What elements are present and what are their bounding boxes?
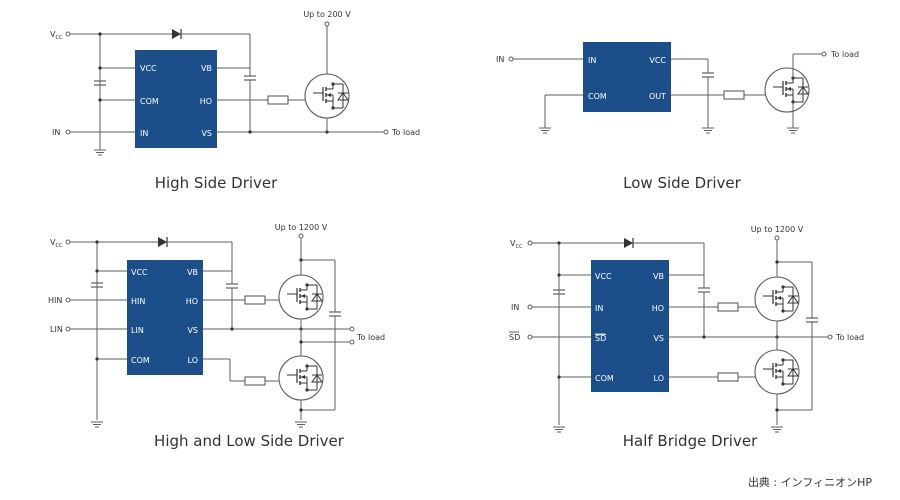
high-side-driver-chip — [135, 50, 217, 148]
hl-pin-vb: VB — [187, 268, 198, 277]
hl-pin-com: COM — [131, 356, 150, 365]
hs-bootstrap-diode-icon — [172, 29, 181, 39]
ls-pin-com: COM — [588, 92, 607, 101]
low-side-driver-panel: IN COM VCC OUT IN To load Low Side Drive… — [496, 42, 859, 192]
ls-pin-in: IN — [588, 56, 596, 65]
hb-supply-label: Up to 1200 V — [751, 225, 804, 234]
hl-pin-hin: HIN — [131, 297, 145, 306]
hs-pin-ho: HO — [200, 97, 212, 106]
hb-high-gate-resistor — [717, 302, 739, 312]
hl-supply-label: Up to 1200 V — [275, 223, 328, 232]
half-bridge-driver-chip — [591, 260, 669, 392]
hl-pin-lo: LO — [188, 356, 198, 365]
hs-load-label: To load — [391, 128, 420, 137]
hs-supply-label: Up to 200 V — [303, 10, 351, 19]
hl-hin-label: HIN — [48, 296, 62, 305]
hs-pin-vb: VB — [201, 64, 212, 73]
hl-pin-lin: LIN — [131, 326, 144, 335]
hs-mosfet-icon — [304, 73, 350, 119]
hl-high-mosfet-icon — [278, 274, 324, 320]
hs-pin-com: COM — [140, 97, 159, 106]
hs-pin-vs: VS — [201, 129, 212, 138]
hb-low-gate-resistor — [717, 372, 739, 382]
hb-pin-vb: VB — [653, 272, 664, 281]
hl-pin-vs: VS — [187, 326, 198, 335]
half-bridge-driver-panel: VCC IN SD COM VB HO VS LO VCC IN SD — [509, 225, 864, 450]
hs-vcc-label: VCC — [50, 30, 63, 41]
ls-pin-vcc: VCC — [649, 56, 666, 65]
hb-in-label: IN — [511, 303, 519, 312]
high-low-side-driver-panel: VCC HIN LIN COM VB HO VS LO VCC HIN LIN — [48, 223, 385, 450]
hb-pin-vs: VS — [653, 334, 664, 343]
source-note: 出典 : インフィニオンHP — [748, 475, 872, 489]
hb-pin-lo: LO — [654, 374, 664, 383]
hl-high-gate-resistor — [244, 295, 266, 305]
ls-pin-out: OUT — [649, 92, 666, 101]
hl-low-mosfet-icon — [278, 355, 324, 401]
hb-bootstrap-diode-icon — [624, 238, 633, 248]
hs-pin-vcc: VCC — [140, 64, 157, 73]
hb-pin-ho: HO — [652, 304, 664, 313]
hs-caption: High Side Driver — [155, 174, 278, 192]
hb-sd-label: SD — [509, 333, 520, 342]
ls-in-label: IN — [496, 55, 504, 64]
hb-vcc-label: VCC — [510, 239, 523, 250]
hl-bootstrap-diode-icon — [158, 237, 167, 247]
hl-low-gate-resistor — [244, 376, 266, 386]
hb-pin-vcc: VCC — [595, 272, 612, 281]
hl-load-label: To load — [356, 333, 385, 342]
high-side-driver-panel: VCC COM IN VB HO VS VCC IN — [50, 10, 420, 192]
hb-pin-in: IN — [595, 304, 603, 313]
ls-caption: Low Side Driver — [623, 174, 742, 192]
ls-mosfet-icon — [764, 67, 810, 113]
hb-pin-com: COM — [595, 374, 614, 383]
hs-pin-in: IN — [140, 129, 148, 138]
hl-pin-vcc: VCC — [131, 268, 148, 277]
hb-caption: Half Bridge Driver — [623, 432, 758, 450]
hb-pin-sd: SD — [595, 334, 606, 343]
hl-caption: High and Low Side Driver — [154, 432, 345, 450]
low-side-driver-chip — [583, 42, 671, 112]
hs-in-label: IN — [52, 128, 60, 137]
high-low-driver-chip — [127, 260, 203, 375]
ls-gate-resistor — [723, 90, 745, 100]
hl-pin-ho: HO — [186, 297, 198, 306]
hb-high-mosfet-icon — [754, 276, 800, 322]
hl-lin-label: LIN — [50, 325, 63, 334]
hl-vcc-label: VCC — [50, 238, 63, 249]
ls-load-label: To load — [830, 50, 859, 59]
hb-low-mosfet-icon — [754, 349, 800, 395]
hs-gate-resistor — [267, 95, 289, 105]
hb-load-label: To load — [835, 333, 864, 342]
